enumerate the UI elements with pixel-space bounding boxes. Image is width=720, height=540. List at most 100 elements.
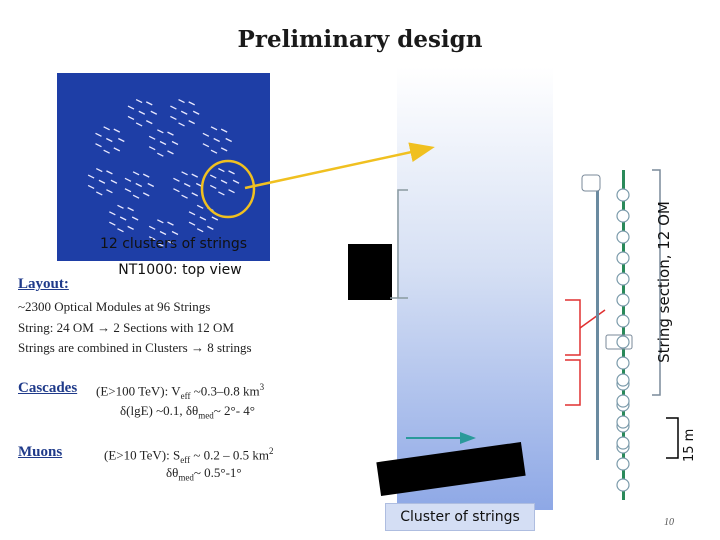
string-marker xyxy=(95,132,102,137)
string-marker xyxy=(148,135,156,140)
string-marker xyxy=(209,174,217,179)
string-marker xyxy=(131,216,139,221)
string-marker xyxy=(210,149,218,154)
string-cable-2 xyxy=(596,190,599,460)
string-marker xyxy=(109,221,116,226)
string-marker xyxy=(124,177,132,182)
string-marker xyxy=(132,194,140,199)
string-marker xyxy=(218,191,225,196)
muons-heading: Muons xyxy=(18,444,63,460)
string-marker xyxy=(106,137,113,143)
redacted-box xyxy=(348,244,392,300)
string-marker xyxy=(127,225,134,230)
optical-module xyxy=(616,188,630,202)
string-marker xyxy=(148,146,156,151)
string-marker xyxy=(220,128,228,133)
zoom-arrow xyxy=(244,142,435,190)
cascades-line-2-tail: ~ 2°- 4° xyxy=(213,403,255,418)
string-marker xyxy=(119,216,127,221)
string-marker xyxy=(207,225,214,230)
string-marker xyxy=(98,179,106,184)
string-marker xyxy=(220,147,228,152)
string-marker xyxy=(188,101,195,106)
cascades-line-1-sub: eff xyxy=(180,390,191,401)
optical-module xyxy=(616,272,630,286)
string-marker xyxy=(157,152,164,157)
string-marker xyxy=(135,122,143,127)
spacing-15m-bracket xyxy=(666,417,679,459)
string-marker xyxy=(124,188,132,193)
highlight-circle xyxy=(200,159,256,219)
string-schematic xyxy=(581,170,633,500)
string-marker xyxy=(87,174,95,179)
optical-module xyxy=(616,335,630,349)
string-marker xyxy=(147,182,155,188)
cluster-of-strings-label: Cluster of strings xyxy=(385,503,535,531)
string-marker xyxy=(110,179,118,184)
muons-line-2-sub: med xyxy=(178,472,194,483)
string-marker xyxy=(157,129,164,134)
string-marker xyxy=(95,143,102,148)
string-marker xyxy=(157,242,164,247)
cascades-line-2-text: δ(lgE) ~0.1, δθ xyxy=(120,403,199,418)
string-marker xyxy=(159,140,167,146)
string-marker xyxy=(228,189,235,194)
optical-module xyxy=(616,394,630,408)
optical-module xyxy=(616,293,630,307)
string-marker xyxy=(178,98,185,104)
top-view-diagram xyxy=(57,73,270,261)
string-marker xyxy=(135,98,143,104)
string-marker xyxy=(127,207,134,212)
string-marker xyxy=(173,188,180,193)
optical-module xyxy=(616,373,630,387)
string-marker xyxy=(150,110,158,115)
section-bracket-lower xyxy=(565,359,581,406)
cluster-bracket xyxy=(390,189,408,299)
string-marker xyxy=(220,179,228,184)
string-marker xyxy=(196,228,204,233)
section-bracket-upper xyxy=(565,299,581,356)
string-marker xyxy=(118,137,125,143)
clusters-label: 12 clusters of strings xyxy=(99,236,248,252)
layout-heading: Layout: xyxy=(18,276,69,292)
string-marker xyxy=(188,221,196,226)
optical-module xyxy=(616,356,630,370)
string-marker xyxy=(167,131,174,136)
string-marker xyxy=(188,120,195,125)
string-marker xyxy=(202,143,210,148)
string-marker xyxy=(95,191,103,196)
string-marker xyxy=(196,204,204,209)
string-marker xyxy=(209,184,217,190)
string-marker xyxy=(145,101,153,106)
muons-line-1-sub: eff xyxy=(180,454,191,465)
cascades-line-1-sup: 3 xyxy=(259,382,265,392)
string-marker xyxy=(148,225,156,230)
optical-module xyxy=(616,209,630,223)
string-marker xyxy=(127,115,135,121)
string-marker xyxy=(117,204,124,209)
cascades-line-1: (E>100 TeV): Veff ~0.3–0.8 km3 xyxy=(96,382,264,401)
layout-line-1: ~2300 Optical Modules at 96 Strings xyxy=(18,299,211,314)
string-marker xyxy=(210,126,218,131)
section-pointer xyxy=(579,309,606,329)
string-marker xyxy=(232,179,240,184)
section-bracket-right xyxy=(652,169,661,396)
cascades-line-1-tail: ~0.3–0.8 km xyxy=(190,383,260,399)
cascades-line-1-text: (E>100 TeV): V xyxy=(96,383,181,399)
string-section-label: String section, 12 OM xyxy=(655,201,673,363)
string-marker xyxy=(178,122,185,127)
string-marker xyxy=(171,230,179,236)
spacing-15m-label: 15 m xyxy=(682,428,697,462)
top-view-label: NT1000: top view xyxy=(118,262,242,278)
string-marker xyxy=(218,167,225,173)
string-marker xyxy=(167,150,174,155)
cascades-heading: Cascades xyxy=(18,380,78,396)
muons-line-1-tail: ~ 0.2 – 0.5 km xyxy=(190,447,269,463)
string-marker xyxy=(181,171,188,176)
string-marker xyxy=(103,126,110,131)
string-marker xyxy=(132,171,140,176)
string-marker xyxy=(167,240,174,245)
muons-line-1: (E>10 TeV): Seff ~ 0.2 – 0.5 km2 xyxy=(104,446,273,465)
muons-line-1-sup: 2 xyxy=(268,446,274,456)
